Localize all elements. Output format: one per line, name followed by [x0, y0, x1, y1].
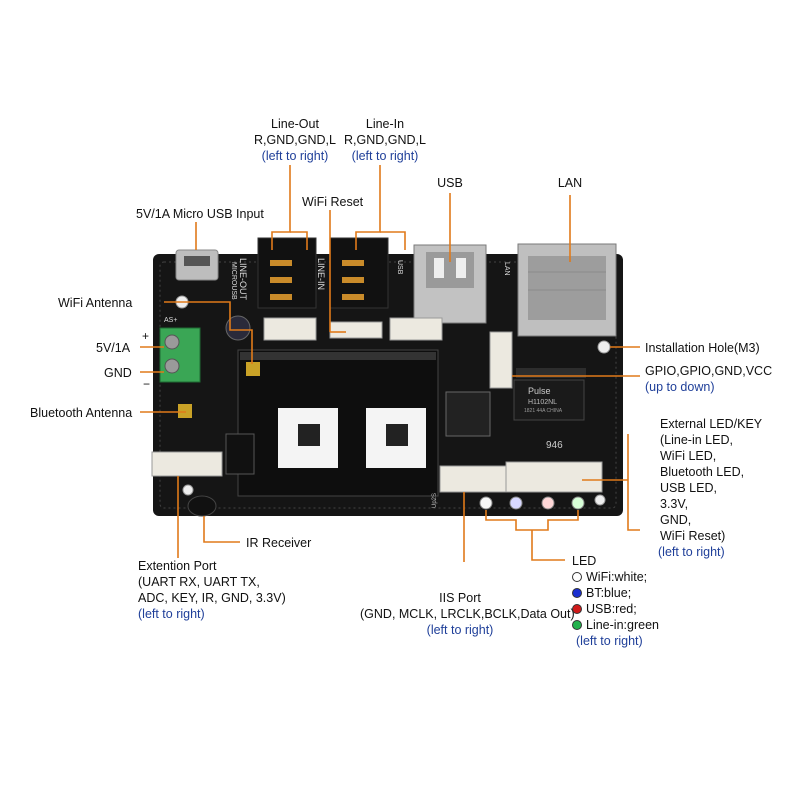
- pulse-code-text: 1821 44A CHINA: [524, 408, 563, 414]
- ext-led-line-0: External LED/KEY: [660, 417, 763, 431]
- led-blue: [509, 496, 523, 510]
- led-item-text: Line-in:green: [586, 618, 659, 632]
- led-red: [541, 496, 555, 510]
- led-green: [571, 496, 585, 510]
- silk-line-out: LINE-OUT: [238, 258, 248, 301]
- pcb-silk-border: [159, 261, 617, 509]
- silk-microusb: MICROUSB: [230, 262, 237, 300]
- label-line-in: Line-In R,GND,GND,L (left to right): [340, 116, 430, 164]
- label-5v-1a: 5V/1A: [96, 341, 131, 355]
- label-extension-port: Extention Port (UART RX, UART TX, ADC, K…: [138, 558, 286, 622]
- ext-led-line-2: WiFi LED,: [660, 449, 717, 463]
- label-gnd: GND: [104, 366, 132, 380]
- led-dot-blue: [572, 588, 582, 598]
- led-item-bt: BT:blue;: [572, 585, 659, 601]
- label-usb: USB: [437, 176, 463, 190]
- connector-top-3: [389, 317, 443, 341]
- label-wifi-reset: WiFi Reset: [302, 195, 364, 209]
- ext-led-order: (left to right): [658, 545, 725, 559]
- led-dot-white: [572, 572, 582, 582]
- line-out-title: Line-Out: [271, 117, 319, 131]
- led-item-text: USB:red;: [586, 602, 637, 616]
- led-item-usb: USB:red;: [572, 601, 659, 617]
- mount-hole-2: [597, 340, 611, 354]
- pulse-brand-text: Pulse: [528, 386, 551, 396]
- capacitor: [225, 315, 251, 341]
- mount-hole-3: [182, 484, 194, 496]
- connector-top-1: [263, 317, 317, 341]
- label-line-out: Line-Out R,GND,GND,L (left to right): [250, 116, 340, 164]
- bt-antenna-pad: [178, 404, 192, 418]
- extension-port-order: (left to right): [138, 607, 205, 621]
- line-in-order: (left to right): [351, 149, 419, 163]
- ext-led-line-6: GND,: [660, 513, 692, 527]
- ext-led-line-4: USB LED,: [660, 481, 717, 495]
- label-gpio: GPIO,GPIO,GND,VCC (up to down): [645, 363, 772, 395]
- led-item-line-in: Line-in:green: [572, 617, 659, 633]
- label-wifi-antenna: WiFi Antenna: [58, 296, 133, 310]
- extension-port-line-0: (UART RX, UART TX,: [138, 575, 260, 589]
- led-item-wifi: WiFi:white;: [572, 569, 659, 585]
- silk-usb: USB: [396, 260, 403, 275]
- mount-hole-4: [594, 494, 606, 506]
- line-out-pins: R,GND,GND,L: [254, 133, 336, 147]
- pulse-part-text: H1102NL: [528, 399, 557, 406]
- terminal-plus: +: [142, 329, 149, 343]
- power-terminal-block: [159, 327, 201, 383]
- terminal-minus: −: [143, 377, 150, 391]
- ext-led-connector: [505, 461, 603, 493]
- led-item-text: WiFi:white;: [586, 570, 648, 584]
- label-bluetooth-antenna: Bluetooth Antenna: [30, 406, 133, 420]
- gpio-connector: [489, 331, 513, 389]
- wifi-antenna-pad: [246, 362, 260, 376]
- iis-port-title: IIS Port: [439, 591, 481, 605]
- led-dot-red: [572, 604, 582, 614]
- iis-port-connector: [439, 465, 507, 493]
- extension-port-title: Extention Port: [138, 559, 217, 573]
- callout-lines: [140, 165, 640, 562]
- label-micro-usb-input: 5V/1A Micro USB Input: [136, 207, 264, 221]
- resistor-array: [516, 368, 586, 378]
- connector-top-2: [329, 321, 383, 339]
- label-external-led-key: External LED/KEY (Line-in LED, WiFi LED,…: [658, 416, 763, 560]
- line-out-order: (left to right): [261, 149, 329, 163]
- led-white: [479, 496, 493, 510]
- silk-946: 946: [546, 440, 563, 451]
- silk-lan: LAN: [503, 262, 510, 276]
- label-iis-port: IIS Port (GND, MCLK, LRCLK,BCLK,Data Out…: [360, 590, 575, 638]
- led-order: (left to right): [576, 634, 643, 648]
- label-led: LED WiFi:white; BT:blue; USB:red; Line-i…: [572, 553, 659, 649]
- silk-line-in: LINE-IN: [316, 258, 326, 290]
- label-ir-receiver: IR Receiver: [246, 536, 312, 550]
- pulse-transformer: [513, 379, 585, 421]
- led-item-text: BT:blue;: [586, 586, 632, 600]
- iis-port-order: (left to right): [426, 623, 494, 637]
- extension-port-connector: [151, 451, 223, 477]
- qfp-chip: [445, 391, 491, 437]
- label-lan: LAN: [557, 176, 583, 190]
- ir-receiver: [187, 495, 217, 517]
- label-installation-hole: Installation Hole(M3): [645, 341, 760, 355]
- voltage-regulator: [225, 433, 255, 475]
- ext-led-line-7: WiFi Reset): [660, 529, 726, 543]
- gpio-title: GPIO,GPIO,GND,VCC: [645, 364, 773, 378]
- led-dot-green: [572, 620, 582, 630]
- ext-led-line-3: Bluetooth LED,: [660, 465, 745, 479]
- module-pin-header: [240, 352, 436, 360]
- silk-up2s: Up2S: [432, 493, 438, 508]
- ext-led-line-5: 3.3V,: [660, 497, 689, 511]
- led-title: LED: [572, 554, 597, 568]
- silk-as-plus: AS+: [164, 317, 177, 324]
- gpio-order: (up to down): [645, 380, 715, 394]
- iis-port-pins: (GND, MCLK, LRCLK,BCLK,Data Out): [360, 607, 575, 621]
- line-in-pins: R,GND,GND,L: [344, 133, 426, 147]
- ext-led-line-1: (Line-in LED,: [660, 433, 733, 447]
- line-in-title: Line-In: [365, 117, 405, 131]
- extension-port-line-1: ADC, KEY, IR, GND, 3.3V): [138, 591, 286, 605]
